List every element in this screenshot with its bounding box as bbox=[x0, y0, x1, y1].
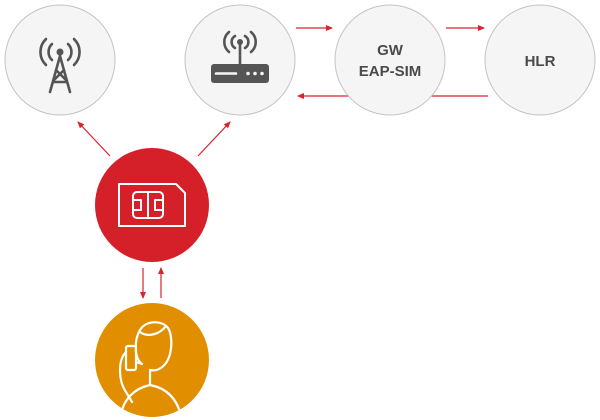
arrow-sim-to-tower bbox=[77, 121, 111, 157]
sim-node bbox=[95, 148, 209, 262]
eap-sim-label: EAP-SIM bbox=[359, 63, 422, 80]
wifi-router-icon bbox=[211, 30, 269, 83]
tower-node bbox=[4, 4, 116, 116]
arrow-sim-to-router bbox=[197, 121, 231, 157]
hlr-label: HLR bbox=[525, 53, 556, 70]
user-on-phone-icon bbox=[118, 321, 184, 417]
hlr-node: HLR bbox=[484, 4, 596, 116]
gw-eap-sim-node: GW EAP-SIM bbox=[334, 4, 446, 116]
router-node bbox=[184, 4, 296, 116]
cell-tower-icon bbox=[39, 37, 81, 94]
user-node bbox=[95, 303, 209, 417]
sim-card-icon bbox=[118, 183, 186, 227]
gw-label: GW bbox=[377, 42, 404, 59]
